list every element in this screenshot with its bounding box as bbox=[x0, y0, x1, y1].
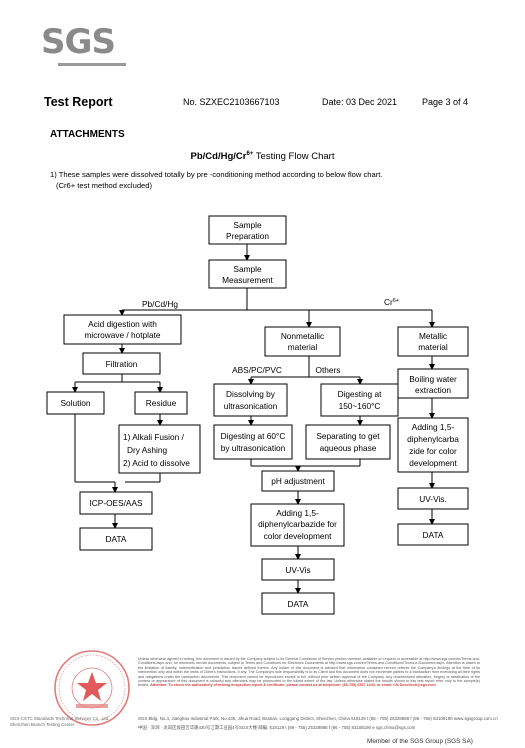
note-line-1: 1) These samples were dissolved totally … bbox=[50, 170, 383, 179]
residue-box bbox=[134, 391, 188, 415]
chart-title-main: Pb/Cd/Hg/Cr bbox=[190, 151, 247, 163]
sgs-member-line: Member of the SGS Group (SGS SA) bbox=[367, 738, 473, 745]
boiling-water-box bbox=[397, 368, 469, 399]
alkali-fusion-box bbox=[118, 424, 201, 474]
attachments-heading: ATTACHMENTS bbox=[50, 129, 125, 140]
data-box-right bbox=[397, 523, 469, 546]
adding-right-l4: development bbox=[409, 458, 457, 468]
adding-mid-l3: color development bbox=[264, 531, 332, 541]
branch-label-pb-cd-hg: Pb/Cd/Hg bbox=[142, 299, 178, 309]
terms-fine-print: Unless otherwise agreed in writing, this… bbox=[138, 657, 480, 688]
authenticity-attention: Attention: To check the authenticity of … bbox=[150, 683, 436, 688]
alkali-fusion-l3: 2) Acid to dissolve bbox=[123, 458, 190, 468]
chart-title: Pb/Cd/Hg/Cr6+ Testing Flow Chart bbox=[0, 151, 525, 162]
note-line-2: (Cr6+ test method excluded) bbox=[56, 181, 153, 190]
sample-measurement-l1: Sample bbox=[233, 264, 262, 274]
nonmetallic-l2: material bbox=[288, 342, 318, 352]
fine-print-text: Unless otherwise agreed in writing, this… bbox=[138, 657, 480, 688]
solution-box bbox=[46, 391, 105, 415]
adding-mid-l2: diphenylcarbazide for bbox=[258, 519, 337, 529]
alkali-fusion-l2: Dry Ashing bbox=[127, 445, 168, 455]
flow-connectors bbox=[72, 244, 435, 594]
ph-adjustment-label: pH adjustment bbox=[271, 476, 325, 486]
company-name-en: SGS-CSTC Standards Technical Services Co… bbox=[10, 716, 110, 721]
separating-l1: Separating to get bbox=[316, 431, 380, 441]
logo-underline bbox=[58, 63, 126, 66]
adding-right-l3: zide for color bbox=[409, 446, 457, 456]
dissolving-box bbox=[213, 383, 288, 417]
address-en: SGS Bldg, No.4, Jianghao Industrial Park… bbox=[138, 716, 498, 721]
data-box-mid bbox=[261, 592, 335, 615]
uv-vis-box-right bbox=[397, 487, 469, 510]
metallic-l2: material bbox=[418, 342, 448, 352]
sample-measurement-box bbox=[208, 259, 287, 289]
dissolving-l1: Dissolving by bbox=[226, 389, 276, 399]
uv-vis-box-mid bbox=[261, 558, 335, 581]
digesting-150-box bbox=[320, 383, 399, 417]
sample-preparation-l1: Sample bbox=[233, 220, 262, 230]
report-title: Test Report bbox=[44, 95, 113, 109]
dissolving-l2: ultrasonication bbox=[224, 401, 278, 411]
report-number: No. SZXEC2103667103 bbox=[183, 97, 280, 107]
report-date: Date: 03 Dec 2021 bbox=[322, 97, 398, 107]
data-right-label: DATA bbox=[423, 530, 444, 540]
company-branch: Shenzhen Branch Testing Center bbox=[10, 722, 75, 727]
page-number: Page 3 of 4 bbox=[422, 97, 469, 107]
label-abs-pc-pvc: ABS/PC/PVC bbox=[232, 365, 282, 375]
data-box-left bbox=[79, 527, 153, 551]
metallic-box bbox=[397, 326, 469, 357]
nonmetallic-l1: Nonmetallic bbox=[281, 331, 324, 341]
sample-preparation-box bbox=[208, 215, 287, 245]
metallic-l1: Metallic bbox=[419, 331, 447, 341]
sample-preparation-l2: Preparation bbox=[226, 231, 269, 241]
adding-diphenylcarbazide-box bbox=[250, 503, 345, 547]
digesting-150-l1: Digesting at bbox=[338, 389, 383, 399]
residue-label: Residue bbox=[146, 398, 177, 408]
chart-title-rest: Testing Flow Chart bbox=[253, 151, 335, 163]
adding-right-l2: diphenylcarba bbox=[407, 434, 459, 444]
nonmetallic-box bbox=[264, 326, 341, 357]
flow-chart: Pb/Cd/Hg Cr6+ ABS/PC/PVC Others Sample P… bbox=[46, 215, 469, 615]
sample-measurement-l2: Measurement bbox=[222, 275, 273, 285]
icp-oes-aas-label: ICP-OES/AAS bbox=[89, 498, 142, 508]
filtration-label: Filtration bbox=[106, 359, 138, 369]
uv-vis-mid-label: UV-Vis bbox=[285, 565, 310, 575]
acid-digestion-l1: Acid digestion with bbox=[88, 319, 157, 329]
data-left-label: DATA bbox=[106, 534, 127, 544]
branch-label-cr: Cr6+ bbox=[384, 297, 399, 307]
acid-digestion-box bbox=[63, 314, 182, 345]
digesting-60-l2: by ultrasonication bbox=[221, 443, 286, 453]
adding-right-l1: Adding 1,5- bbox=[412, 422, 455, 432]
boiling-l1: Boiling water bbox=[409, 374, 457, 384]
solution-label: Solution bbox=[61, 398, 91, 408]
uv-vis-right-label: UV-Vis. bbox=[419, 494, 447, 504]
acid-digestion-l2: microwave / hotplate bbox=[84, 330, 160, 340]
alkali-fusion-l1: 1) Alkali Fusion / bbox=[123, 432, 185, 442]
digesting-60-box bbox=[213, 424, 293, 460]
chart-title-sup: 6+ bbox=[246, 151, 254, 157]
adding-mid-l1: Adding 1,5- bbox=[276, 508, 319, 518]
filtration-box bbox=[82, 352, 161, 375]
address-cn: 中国 · 深圳 · 龙岗区坂田吉华路430号江灏工业园4号SGS大楼 邮编: 5… bbox=[138, 725, 416, 730]
label-others: Others bbox=[316, 365, 341, 375]
adding-diphenylcarbazide-right-box bbox=[397, 417, 469, 473]
data-mid-label: DATA bbox=[288, 599, 309, 609]
inspection-seal-icon bbox=[54, 650, 130, 726]
digesting-150-l2: 150~160°C bbox=[339, 401, 381, 411]
separating-box bbox=[305, 424, 391, 460]
ph-adjustment-box bbox=[261, 470, 335, 492]
digesting-60-l1: Digesting at 60°C bbox=[221, 431, 286, 441]
separating-l2: aqueous phase bbox=[320, 443, 377, 453]
sgs-logo: SGS bbox=[41, 22, 116, 62]
icp-oes-aas-box bbox=[79, 491, 153, 515]
boiling-l2: extraction bbox=[415, 385, 451, 395]
